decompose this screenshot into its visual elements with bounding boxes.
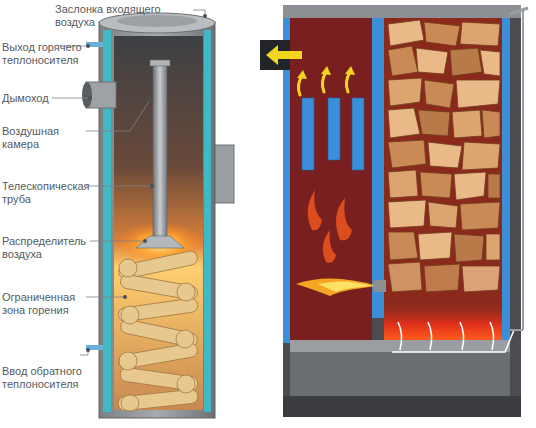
part-label: Ввод обратного теплоносителя: [2, 365, 92, 391]
part-label: Телескопическая труба: [2, 180, 98, 206]
part-label: Заслонка входящего воздуха: [55, 3, 195, 29]
part-label: Дымоход: [2, 92, 92, 105]
leader-dots: [86, 14, 207, 352]
longburn-boiler: [260, 5, 528, 417]
part-label: Воздушная камера: [2, 125, 92, 151]
part-label: Распределитель воздуха: [2, 235, 98, 261]
part-label: Ограниченная зона горения: [2, 291, 92, 317]
part-label: Выход горячего теплоносителя: [2, 41, 92, 67]
cylinder-boiler: [82, 13, 234, 418]
